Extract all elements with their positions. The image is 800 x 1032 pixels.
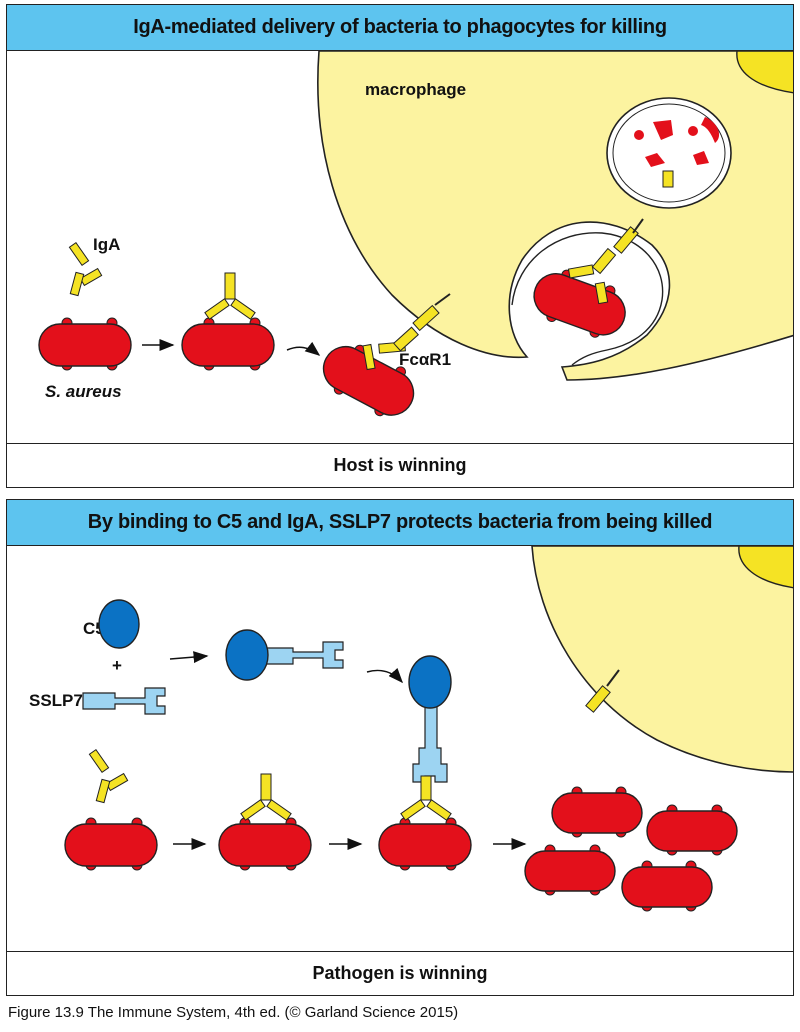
macrophage-label: macrophage (365, 80, 466, 99)
scene-sslp7: C5 + SSLP7 (29, 545, 793, 912)
panel-title: By binding to C5 and IgA, SSLP7 protects… (7, 500, 793, 546)
c5-protein (98, 599, 140, 649)
fca-receptor (585, 685, 611, 713)
free-iga (68, 241, 103, 297)
bacterial-fragments (634, 117, 720, 167)
panel-iga-delivery: IgA S. aureus (6, 4, 794, 488)
sslp7-label: SSLP7 (29, 691, 83, 710)
macrophage-cell (531, 545, 793, 773)
iga-label: IgA (93, 235, 120, 254)
macrophage-nucleus (738, 545, 793, 589)
s-aureus-label: S. aureus (45, 382, 122, 401)
panel-title: IgA-mediated delivery of bacteria to pha… (7, 5, 793, 51)
plus-sign: + (112, 656, 122, 675)
receptor-stem (632, 218, 644, 234)
receptor-stem (434, 293, 451, 306)
macrophage-cell (317, 50, 793, 381)
free-iga (88, 748, 129, 804)
receptor-stem (606, 669, 620, 687)
arrow (286, 341, 321, 356)
phagolysosome (606, 97, 732, 209)
bacterium (64, 817, 158, 871)
receptor-label: FcαR1 (399, 350, 451, 369)
outcome-label: Host is winning (7, 443, 793, 487)
bacteria-cluster (524, 786, 738, 912)
arrow (169, 651, 209, 664)
scene-iga-delivery: IgA S. aureus (38, 50, 793, 417)
c5-sslp7-vertical (408, 655, 452, 783)
macrophage-nucleus (736, 50, 793, 94)
bacterium-binding-receptor (322, 344, 415, 417)
bacterium-with-iga (218, 773, 312, 871)
sslp7-protein (82, 687, 166, 715)
bacterium-with-iga-sslp7 (378, 775, 472, 871)
arrow (366, 667, 404, 684)
iga-bound (362, 304, 440, 371)
panel-sslp7-protection: C5 + SSLP7 (6, 499, 794, 996)
figure-caption: Figure 13.9 The Immune System, 4th ed. (… (8, 1004, 459, 1021)
phagocytic-cup (511, 232, 664, 366)
bacterium (38, 317, 132, 371)
bacterium-with-iga (181, 272, 275, 371)
c5-sslp7-complex (225, 629, 344, 681)
outcome-label: Pathogen is winning (7, 951, 793, 995)
